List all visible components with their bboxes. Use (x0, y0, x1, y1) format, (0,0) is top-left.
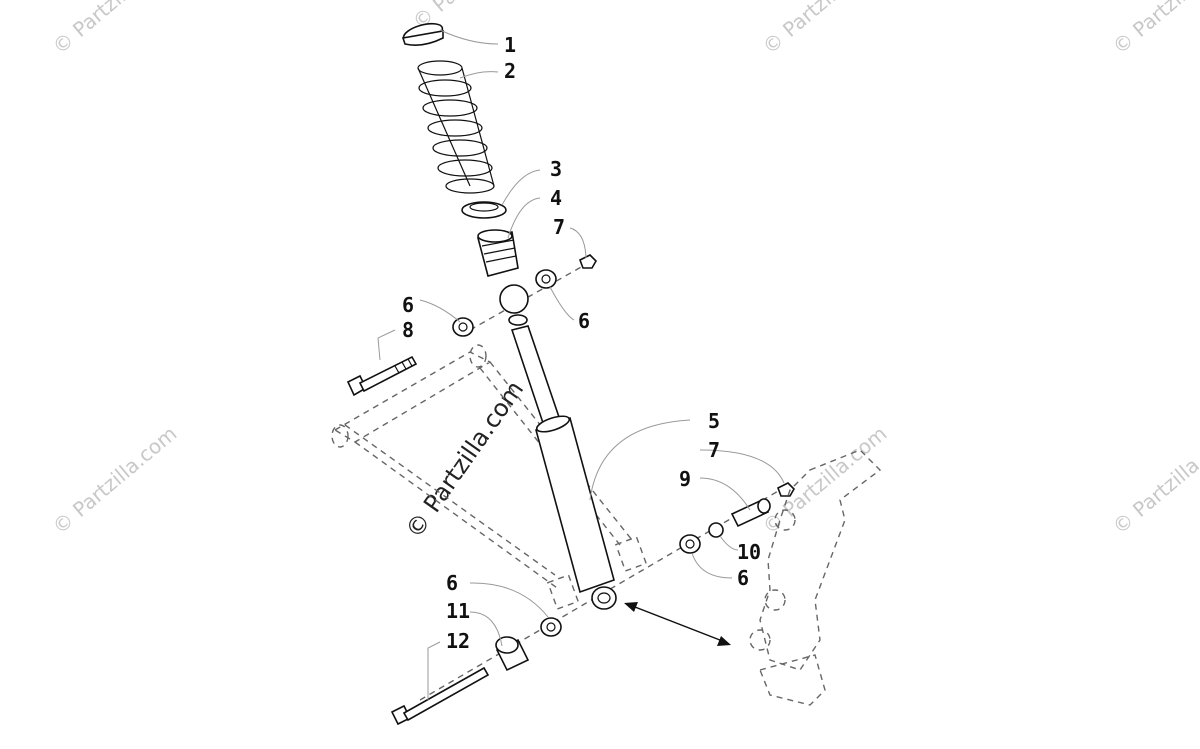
upper-bushing-right (535, 269, 557, 289)
watermark-center: © Partzilla.com (400, 376, 529, 544)
callout-6-upper-right: 6 (578, 309, 590, 333)
coil-spring-part (417, 60, 495, 194)
sleeve-part (730, 498, 771, 528)
lower-centerline (419, 489, 781, 701)
callout-6-upper-left: 6 (402, 293, 414, 317)
watermark-top-left: © Partzilla.com (48, 0, 182, 59)
callout-4: 4 (550, 186, 562, 210)
upper-bolt-part (346, 355, 418, 397)
spring-cap-part (401, 22, 444, 46)
a-arm-phantom (331, 344, 648, 610)
upper-centerline (469, 261, 591, 331)
washer-part-10 (708, 522, 724, 538)
upper-bushing-left (452, 317, 474, 337)
lower-bolt-part (390, 666, 490, 726)
watermark-mid-left: © Partzilla.com (48, 421, 182, 539)
callouts: 1 2 3 4 7 6 8 6 5 7 9 10 6 6 11 12 (402, 33, 761, 653)
watermarks: © Partzilla.com © Partzilla.com © Partzi… (48, 0, 1200, 543)
callout-6-lower-right: 6 (737, 566, 749, 590)
callout-7-upper: 7 (553, 215, 565, 239)
direction-arrow (624, 602, 731, 646)
callout-3: 3 (550, 157, 562, 181)
callout-6-lower-left: 6 (446, 571, 458, 595)
callout-5: 5 (708, 409, 720, 433)
lower-bushing-right (679, 534, 701, 554)
watermark-mid-right: © Partzilla.com (758, 421, 892, 539)
spindle-phantom (749, 449, 882, 706)
callout-8: 8 (402, 318, 414, 342)
watermark-mid-far-right: © Partzilla.com (1108, 421, 1200, 539)
callout-11: 11 (446, 599, 470, 623)
callout-2: 2 (504, 59, 516, 83)
callout-1: 1 (504, 33, 516, 57)
shock-absorber-part (499, 284, 617, 610)
upper-nut-part (578, 254, 597, 269)
watermark-top-right: © Partzilla.com (758, 0, 892, 59)
callout-12: 12 (446, 629, 470, 653)
spacer-part (495, 636, 530, 672)
callout-10: 10 (737, 540, 761, 564)
lower-nut-part (776, 482, 795, 497)
lower-bushing-left (540, 617, 562, 637)
leader-lines (377, 29, 785, 700)
bump-boot-part (477, 229, 519, 277)
callout-9: 9 (679, 467, 691, 491)
callout-7-lower: 7 (708, 438, 720, 462)
adjuster-ring-part (461, 201, 507, 219)
watermark-top-far-right: © Partzilla.com (1108, 0, 1200, 59)
